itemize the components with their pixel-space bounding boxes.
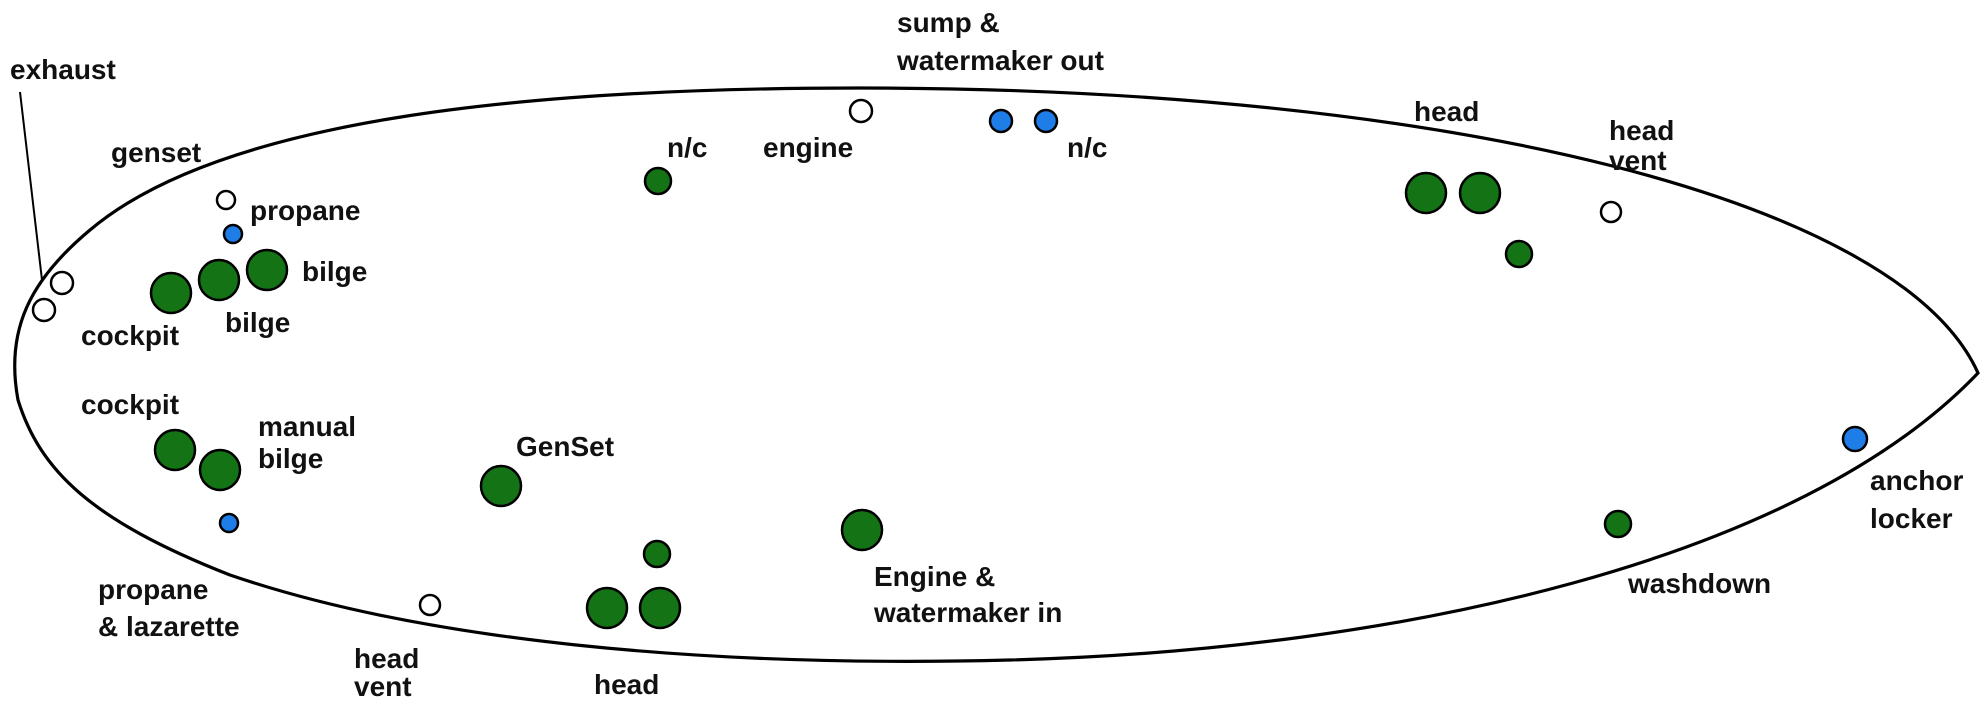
head-bottom-small-seacock — [642, 539, 672, 569]
label-head-vent-left-1: head — [354, 643, 419, 674]
label-head-vent-left-2: vent — [354, 671, 412, 702]
label-propane-laz-2: & lazarette — [98, 611, 240, 642]
cockpit-bottom-seacock — [153, 428, 197, 472]
label-nc-left: n/c — [667, 132, 707, 163]
label-sump-1: sump & — [897, 7, 1000, 38]
label-engine-in-2: watermaker in — [873, 597, 1062, 628]
label-propane-laz-1: propane — [98, 574, 208, 605]
label-genset-mid: GenSet — [516, 431, 614, 462]
head-bottom-seacock-1 — [585, 586, 629, 630]
label-sump-2: watermaker out — [896, 45, 1104, 76]
label-cockpit-bottom: cockpit — [81, 389, 179, 420]
head-top-seacock-2 — [1458, 171, 1502, 215]
label-engine-in-1: Engine & — [874, 561, 995, 592]
engine-watermaker-in-seacock — [840, 508, 884, 552]
label-nc-right: n/c — [1067, 132, 1107, 163]
label-manual-bilge-2: bilge — [258, 443, 323, 474]
sump-fitting — [988, 108, 1014, 134]
label-washdown: washdown — [1627, 568, 1771, 599]
label-bilge-under: bilge — [225, 307, 290, 338]
label-head-bottom: head — [594, 669, 659, 700]
hull-outline — [13, 86, 1980, 663]
genset-mid-seacock — [479, 464, 523, 508]
label-exhaust: exhaust — [10, 54, 116, 85]
label-manual-bilge-1: manual — [258, 411, 356, 442]
genset-fitting — [215, 189, 237, 211]
nc-left-seacock — [643, 166, 673, 196]
head-top-small-seacock — [1504, 239, 1534, 269]
engine-fitting — [848, 98, 874, 124]
manual-bilge-seacock — [198, 448, 242, 492]
washdown-seacock — [1603, 509, 1633, 539]
anchor-locker-fitting — [1841, 425, 1869, 453]
propane-lazarette-fitting — [218, 512, 240, 534]
label-head-vent-right-1: head — [1609, 115, 1674, 146]
nc-right-fitting — [1033, 108, 1059, 134]
label-head-vent-right-2: vent — [1609, 145, 1667, 176]
cockpit-top-seacock — [149, 271, 193, 315]
label-propane-top: propane — [250, 195, 360, 226]
label-genset-top: genset — [111, 137, 201, 168]
propane-top-fitting — [222, 223, 244, 245]
label-engine-top: engine — [763, 132, 853, 163]
label-bilge-right: bilge — [302, 256, 367, 287]
label-anchor-1: anchor — [1870, 465, 1963, 496]
head-top-seacock-1 — [1404, 171, 1448, 215]
head-vent-right-fitting — [1599, 200, 1623, 224]
bilge-right-seacock — [245, 248, 289, 292]
exhaust-pointer-line — [19, 91, 43, 281]
exhaust-fitting-2 — [31, 297, 57, 323]
label-cockpit-top: cockpit — [81, 320, 179, 351]
label-head-top: head — [1414, 96, 1479, 127]
bilge-under-seacock — [197, 258, 241, 302]
head-vent-left-fitting — [418, 593, 442, 617]
head-bottom-seacock-2 — [638, 586, 682, 630]
label-anchor-2: locker — [1870, 503, 1953, 534]
exhaust-fitting-1 — [49, 270, 75, 296]
